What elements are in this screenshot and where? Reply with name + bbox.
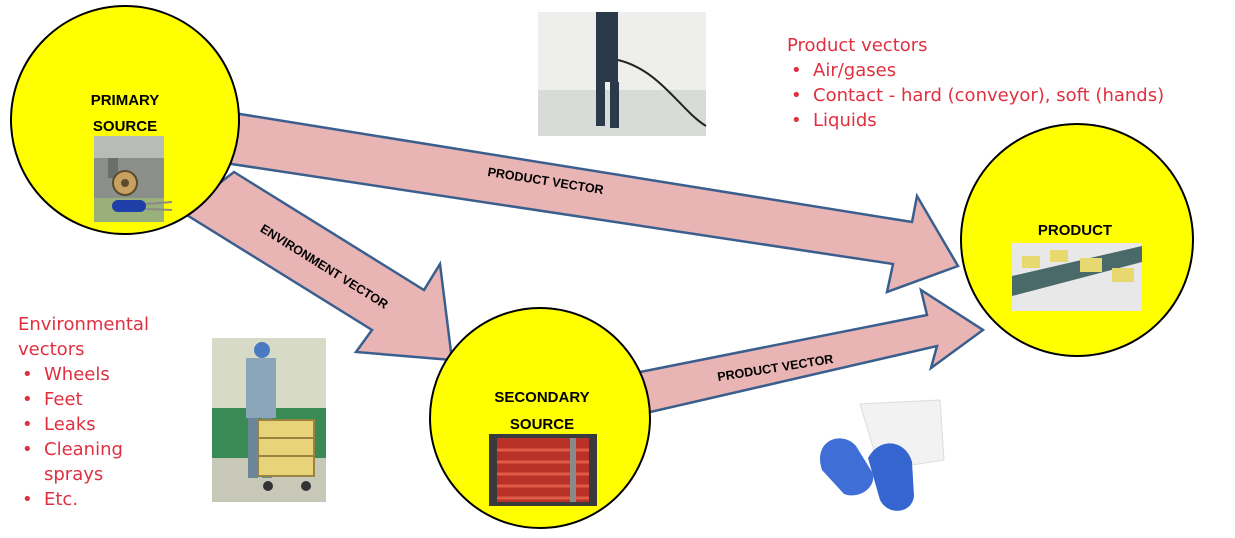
gloves-photo (778, 396, 945, 532)
cleaning-hose-photo (538, 12, 707, 136)
list-item: Wheels (18, 362, 188, 387)
primary-source-label-2: SOURCE (93, 118, 157, 135)
list-item: Etc. (18, 487, 188, 512)
environmental-vectors-title-1: Environmental (18, 314, 149, 335)
cart-wheel-photo (94, 136, 173, 222)
list-item: Feet (18, 387, 188, 412)
list-item: Cleaning sprays (18, 437, 188, 487)
list-item: Liquids (787, 108, 1232, 133)
product-node: PRODUCT (960, 123, 1194, 357)
product-vectors-list: Product vectors Air/gases Contact - hard… (787, 33, 1232, 133)
secondary-source-label-1: SECONDARY (494, 389, 589, 406)
product-vectors-title: Product vectors (787, 35, 928, 56)
secondary-source-node: SECONDARY SOURCE (429, 307, 651, 529)
environmental-vectors-title-2: vectors (18, 339, 85, 360)
list-item-continuation: sprays (44, 464, 104, 485)
list-item-text: Cleaning (44, 439, 123, 460)
primary-source-node: PRIMARY SOURCE (10, 5, 240, 235)
product-vector-arrow-bottom (638, 287, 986, 415)
environmental-vectors-items: Wheels Feet Leaks Cleaning sprays Etc. (18, 362, 188, 512)
product-vector-arrow-top (203, 108, 960, 294)
secondary-source-label-2: SOURCE (510, 416, 574, 433)
environmental-vectors-list: Environmental vectors Wheels Feet Leaks … (18, 312, 188, 512)
product-label: PRODUCT (1038, 222, 1112, 239)
primary-source-label-1: PRIMARY (91, 92, 160, 109)
list-item: Contact - hard (conveyor), soft (hands) (787, 83, 1232, 108)
product-vectors-items: Air/gases Contact - hard (conveyor), sof… (787, 58, 1232, 133)
cheese-conveyor-photo (1012, 243, 1142, 311)
worker-cart-illustration (212, 338, 326, 502)
crates-photo (489, 434, 597, 506)
environment-vector-arrow (179, 170, 454, 362)
list-item: Air/gases (787, 58, 1232, 83)
list-item: Leaks (18, 412, 188, 437)
